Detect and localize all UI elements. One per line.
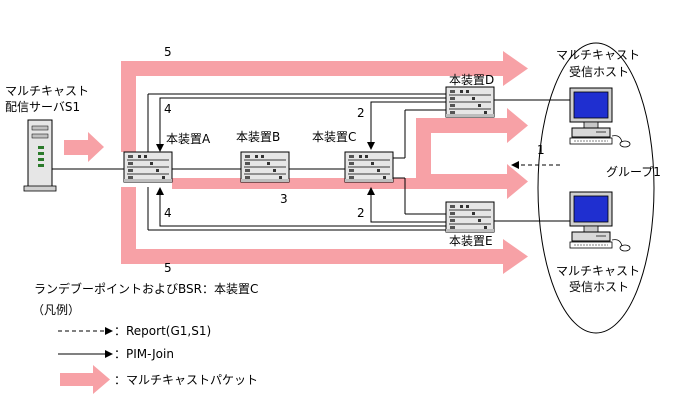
router-b: [240, 151, 290, 183]
device-a-label: 本装置A: [166, 132, 211, 146]
step-5-bottom: 5: [164, 261, 172, 275]
legend-packet-arrow: [60, 365, 110, 394]
packet-arrow-source: [64, 132, 104, 162]
packet-arrow-middle: [172, 108, 528, 199]
receiver-bottom-label-line1: マルチキャスト: [556, 264, 640, 278]
device-b-label: 本装置B: [236, 130, 280, 144]
router-e: [445, 201, 495, 233]
step-2-top: 2: [357, 106, 365, 120]
pim-join-e-to-a: [156, 187, 446, 227]
legend-packet-label: ：マルチキャストパケット: [114, 373, 258, 387]
pim-join-d-to-c: [367, 101, 446, 150]
pim-join-d-to-a: [156, 97, 446, 152]
router-a: [123, 151, 173, 183]
legend-report-label: ：Report(G1,S1): [114, 324, 211, 338]
device-c-label: 本装置C: [312, 130, 356, 144]
step-4-bottom: 4: [164, 206, 172, 220]
packet-arrow-top: [121, 51, 528, 152]
step-2-bottom: 2: [357, 206, 365, 220]
router-c: [344, 151, 394, 183]
receiver-pc-bottom: [569, 191, 631, 252]
device-d-label: 本装置D: [449, 73, 494, 87]
step-1: 1: [537, 143, 545, 157]
receiver-bottom-label-line2: 受信ホスト: [569, 280, 629, 294]
legend-pim-join-label: ：PIM-Join: [114, 347, 174, 361]
pim-join-arrows: [156, 97, 446, 227]
step-4-top: 4: [164, 102, 172, 116]
device-e-label: 本装置E: [449, 234, 493, 248]
receiver-top-label-line2: 受信ホスト: [569, 65, 629, 79]
rendezvous-point-label: ランデブーポイントおよびBSR：本装置C: [34, 281, 258, 296]
receiver-top-label-line1: マルチキャスト: [556, 48, 640, 62]
source-label-line2: 配信サーバS1: [5, 100, 80, 114]
router-d: [445, 86, 495, 118]
step-3: 3: [280, 192, 288, 206]
multicast-packet-arrows: [64, 51, 528, 274]
source-label-line1: マルチキャスト: [5, 84, 89, 98]
network-links: [52, 93, 570, 231]
legend-title: （凡例）: [32, 303, 80, 317]
pim-join-e-to-c: [367, 187, 446, 223]
receiver-group-ellipse: [537, 42, 655, 334]
packet-arrow-bottom: [121, 187, 528, 274]
source-server: [23, 119, 57, 192]
step-5-top: 5: [164, 45, 172, 59]
receiver-pc-top: [569, 87, 631, 148]
group-label: グループ1: [606, 165, 661, 179]
legend: （凡例） ：Report(G1,S1) ：PIM-Join ：マルチキャストパケ…: [32, 303, 258, 394]
